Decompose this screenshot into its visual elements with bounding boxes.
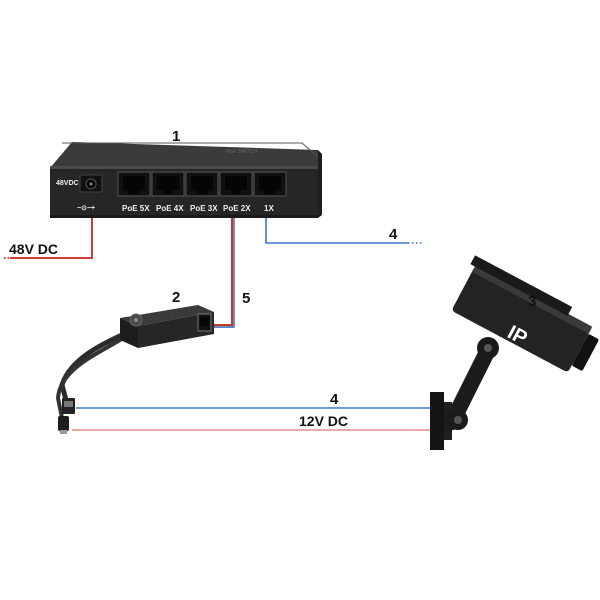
patch-cable-red [213, 216, 233, 326]
port-label: PoE 5X [122, 204, 150, 213]
callout-camera-link: 4 [330, 391, 339, 408]
power-input-label: 48V DC [9, 241, 58, 257]
uplink-ethernet-wire [265, 216, 408, 244]
splitter-cable-lower [55, 338, 122, 420]
switch-top-face-main [50, 142, 318, 168]
port-poe-4x[interactable]: PoE 4X [151, 171, 185, 213]
poe-switch: ··· PoE SWITCH ··· 48VDC −⊙−+ PoE 5X Po [50, 142, 322, 218]
switch-polarity-label: −⊙−+ [77, 205, 95, 212]
splitter-dc-plug [58, 416, 69, 431]
camera-lens-cap [572, 334, 599, 371]
splitter-body-top [120, 305, 214, 326]
ip-camera: IP [430, 255, 599, 450]
splitter-body-side [138, 312, 214, 348]
switch-top-edge [62, 142, 319, 158]
camera-sunshield [470, 255, 573, 316]
poe-splitter [55, 305, 214, 434]
camera-housing [452, 266, 591, 372]
camera-wall-plate [430, 392, 444, 450]
port-poe-3x[interactable]: PoE 3X [185, 171, 219, 213]
callout-patch-cable: 5 [242, 290, 250, 307]
power-input-wire [10, 216, 93, 259]
port-1x[interactable]: 1X [253, 171, 287, 213]
callout-uplink: 4 [389, 226, 398, 243]
port-label: 1X [264, 204, 274, 213]
camera-power-label: 12V DC [299, 413, 348, 429]
patch-cable-blue [213, 216, 235, 328]
port-poe-5x[interactable]: PoE 5X [117, 171, 151, 213]
port-label: PoE 3X [190, 204, 218, 213]
callout-injector: 2 [172, 289, 180, 306]
port-label: PoE 2X [223, 204, 251, 213]
port-poe-2x[interactable]: PoE 2X [219, 171, 253, 213]
port-label: PoE 4X [156, 204, 184, 213]
switch-power-label: 48VDC [56, 180, 79, 187]
switch-top-print: ··· PoE SWITCH ··· [220, 149, 264, 155]
callout-switch: 1 [172, 128, 180, 145]
callout-camera: 3 [528, 293, 536, 310]
switch-ports: PoE 5X PoE 4X PoE 3X PoE 2X [117, 171, 287, 213]
